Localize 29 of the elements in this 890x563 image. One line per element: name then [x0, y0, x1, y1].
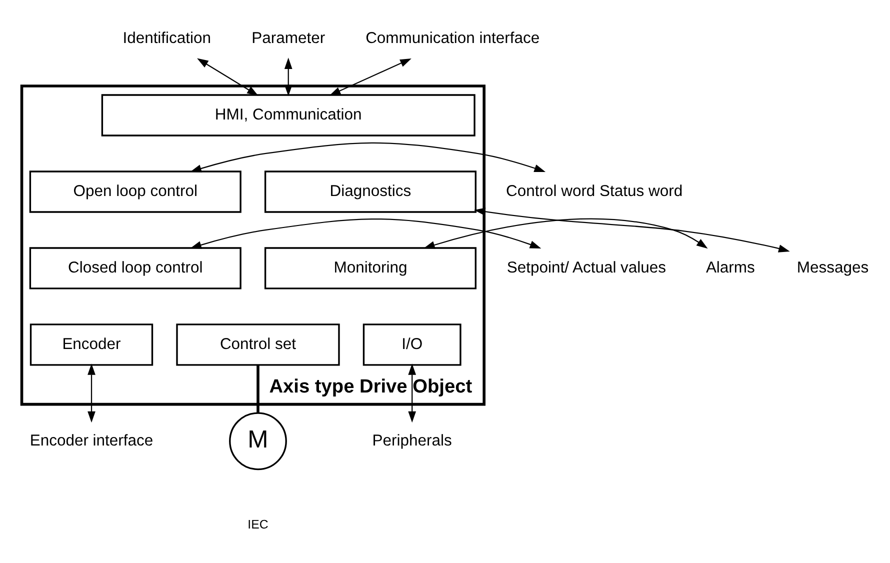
arrow	[190, 142, 546, 172]
arrow	[88, 363, 96, 422]
node-text: Parameter	[252, 29, 326, 46]
node-text: Identification	[122, 29, 212, 46]
label: IEC	[248, 516, 268, 531]
arrow	[474, 207, 790, 252]
arrow	[329, 58, 412, 96]
node-text: Alarms	[706, 258, 755, 276]
node-box: Closed loop control	[29, 246, 242, 289]
node-text: Control word Status word	[506, 182, 683, 200]
node-box: Encoder	[30, 323, 154, 366]
node-circle: M	[229, 412, 287, 470]
node-text: Communication interface	[366, 29, 540, 46]
arrow	[190, 218, 542, 248]
node-box: Diagnostics	[264, 170, 476, 212]
arrow	[424, 218, 708, 248]
connector	[256, 364, 260, 413]
node-box: Monitoring	[264, 246, 476, 289]
arrow	[197, 58, 258, 96]
node-text: Messages	[796, 258, 869, 276]
node-box: Open loop control	[29, 170, 242, 212]
arrow	[408, 363, 416, 422]
arrow	[284, 57, 292, 96]
node-text: Encoder interface	[30, 432, 154, 449]
node-box: I/O	[362, 323, 462, 366]
node-text: Peripherals	[372, 432, 452, 449]
node-text: Setpoint/ Actual values	[506, 258, 666, 276]
node-box: Control set	[176, 323, 340, 366]
node-box: HMI, Communication	[101, 94, 476, 136]
